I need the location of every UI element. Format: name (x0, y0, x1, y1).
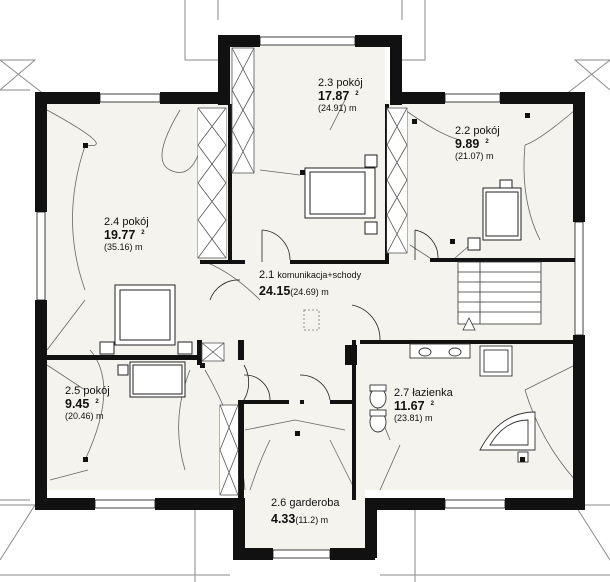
wardrobes (197, 47, 408, 496)
staircase (457, 261, 542, 331)
windows (36, 36, 584, 559)
room-2-6-label: 2.6 garderoba 4.33(11.2) m (271, 497, 340, 526)
beds (99, 154, 522, 398)
roof-hatch (303, 309, 320, 331)
room-2-1-label: 2.1 komunikacja+schody 24.15(24.69) m (259, 269, 362, 298)
bathroom-fixtures (369, 343, 536, 463)
doors (209, 229, 439, 401)
ceiling-lights (83, 113, 530, 462)
